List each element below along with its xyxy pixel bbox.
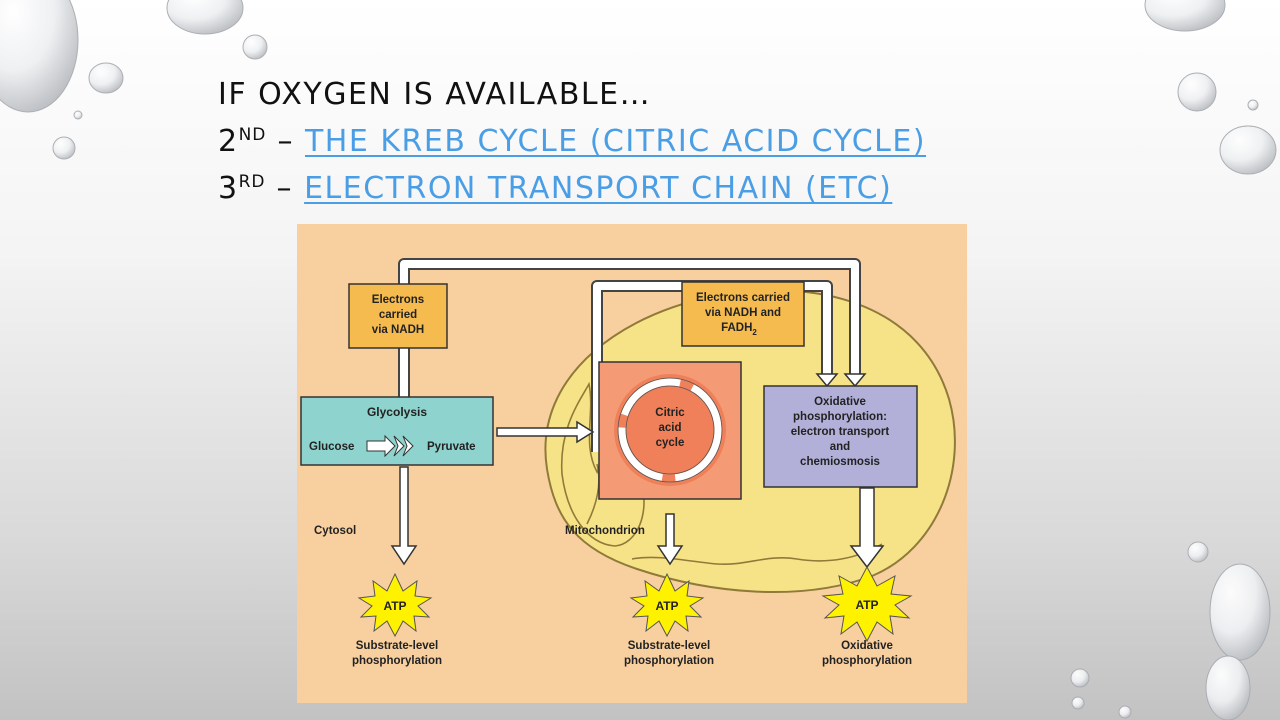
dash: – (265, 171, 305, 206)
slide-title: IF OXYGEN IS AVAILABLE… 2ND – THE KREB C… (218, 74, 926, 209)
atp-arrows (390, 466, 885, 569)
oxidative-line4: and (830, 441, 850, 453)
cytosol-label: Cytosol (314, 525, 356, 537)
ordinal-3-suffix: RD (238, 172, 266, 192)
down-arrow-heads (815, 373, 867, 388)
atp-caption-2-line2: phosphorylation (624, 655, 714, 667)
citric-acid-cycle-box: Citric acid cycle (598, 361, 742, 500)
pyruvate-arrow (496, 420, 595, 444)
electrons-nadh-line2: carried (379, 309, 417, 321)
oxidative-line1: Oxidative (814, 396, 866, 408)
ordinal-2: 2 (218, 124, 239, 159)
electrons-nadh-line3: via NADH (372, 324, 424, 336)
pyruvate-label: Pyruvate (427, 441, 476, 453)
electrons-fadh-line1: Electrons carried (696, 292, 790, 304)
electrons-nadh-line1: Electrons (372, 294, 424, 306)
citric-line1: Citric (655, 407, 685, 419)
atp-caption-3-line1: Oxidative (841, 640, 893, 652)
atp-label-2: ATP (655, 599, 678, 613)
oxidative-line3: electron transport (791, 426, 890, 438)
mitochondrion-label: Mitochondrion (565, 525, 645, 537)
glycolysis-box: Glycolysis Glucose Pyruvate (300, 396, 494, 466)
title-line-etc: 3RD – ELECTRON TRANSPORT CHAIN (ETC) (218, 162, 926, 209)
atp-label-3: ATP (855, 598, 878, 612)
etc-link[interactable]: ELECTRON TRANSPORT CHAIN (ETC) (304, 171, 893, 206)
atp-caption-1-line2: phosphorylation (352, 655, 442, 667)
electrons-fadh-line3: FADH2 (721, 322, 757, 337)
citric-line2: acid (658, 422, 681, 434)
electrons-fadh-line2: via NADH and (705, 307, 781, 319)
oxidative-line5: chemiosmosis (800, 456, 880, 468)
oxidative-line2: phosphorylation: (793, 411, 887, 423)
atp-label-1: ATP (383, 599, 406, 613)
atp-caption-3-line2: phosphorylation (822, 655, 912, 667)
title-line-oxygen: IF OXYGEN IS AVAILABLE… (218, 77, 652, 112)
atp-star-3: ATP (821, 565, 913, 643)
atp-star-1: ATP (357, 572, 433, 638)
electrons-nadh-box: Electrons carried via NADH (348, 283, 448, 349)
fadh-subscript: 2 (752, 328, 757, 337)
glycolysis-arrows (366, 434, 414, 458)
oxidative-phosphorylation-box: Oxidative phosphorylation: electron tran… (763, 385, 918, 488)
atp-caption-1-line1: Substrate-level (356, 640, 438, 652)
atp-star-2: ATP (629, 572, 705, 638)
cellular-respiration-diagram: Electrons carried via NADH Electrons car… (297, 224, 967, 703)
krebs-cycle-link[interactable]: THE KREB CYCLE (CITRIC ACID CYCLE) (304, 124, 927, 159)
dash: – (266, 124, 305, 159)
citric-line3: cycle (656, 437, 685, 449)
ordinal-3: 3 (218, 171, 239, 206)
atp-caption-2-line1: Substrate-level (628, 640, 710, 652)
glucose-label: Glucose (309, 441, 354, 453)
fadh-text: FADH (721, 322, 752, 334)
glycolysis-label: Glycolysis (367, 405, 427, 419)
ordinal-2-suffix: ND (238, 125, 267, 145)
electrons-nadh-fadh2-box: Electrons carried via NADH and FADH2 (681, 281, 805, 347)
title-line-krebs: 2ND – THE KREB CYCLE (CITRIC ACID CYCLE) (218, 115, 926, 162)
